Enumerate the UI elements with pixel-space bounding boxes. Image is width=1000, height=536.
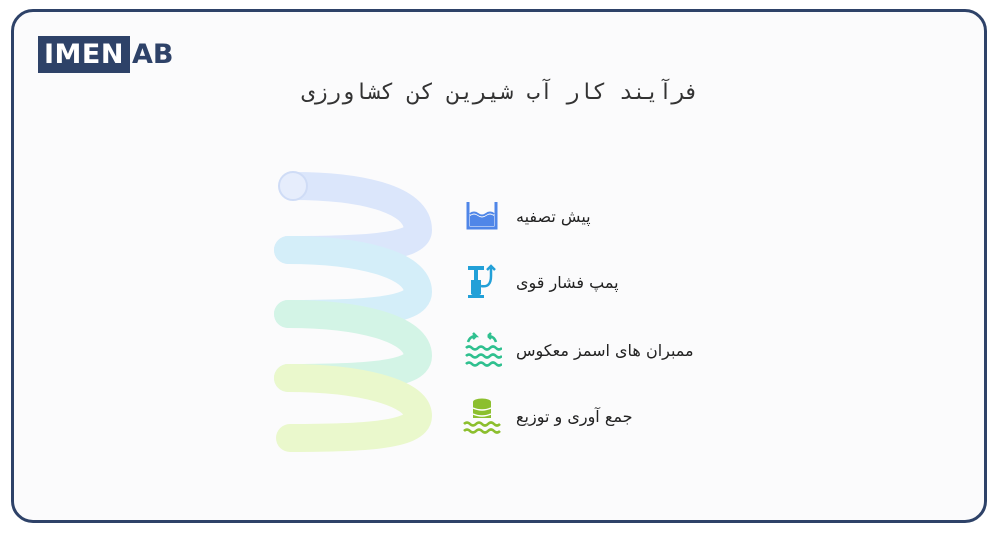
reverse-osmosis-icon (465, 332, 502, 367)
coil-top-cap (278, 171, 308, 201)
step-label: ممبران های اسمز معکوس (516, 340, 694, 360)
pump-icon (468, 264, 496, 298)
step-label: پیش تصفیه (516, 206, 591, 226)
collection-icon (463, 398, 501, 434)
step-pretreatment: پیش تصفیه (462, 196, 591, 236)
card-frame (11, 9, 987, 523)
coil-segment-4 (274, 364, 433, 452)
water-tank-icon (466, 202, 498, 230)
spring-coil-graphic (274, 171, 433, 452)
step-label: جمع آوری و توزیع (516, 406, 633, 426)
step-label: پمپ فشار قوی (516, 272, 619, 292)
brand-logo: IMEN AB (38, 36, 173, 73)
step-collection-distribution: جمع آوری و توزیع (462, 396, 632, 436)
step-ro-membranes: ممبران های اسمز معکوس (462, 330, 694, 370)
diagram-title: فرآیند کار آب شیرین کن کشاورزی (301, 80, 699, 105)
logo-part-2: AB (131, 39, 174, 70)
step-high-pressure-pump: پمپ فشار قوی (462, 262, 619, 302)
logo-part-1: IMEN (38, 36, 130, 73)
